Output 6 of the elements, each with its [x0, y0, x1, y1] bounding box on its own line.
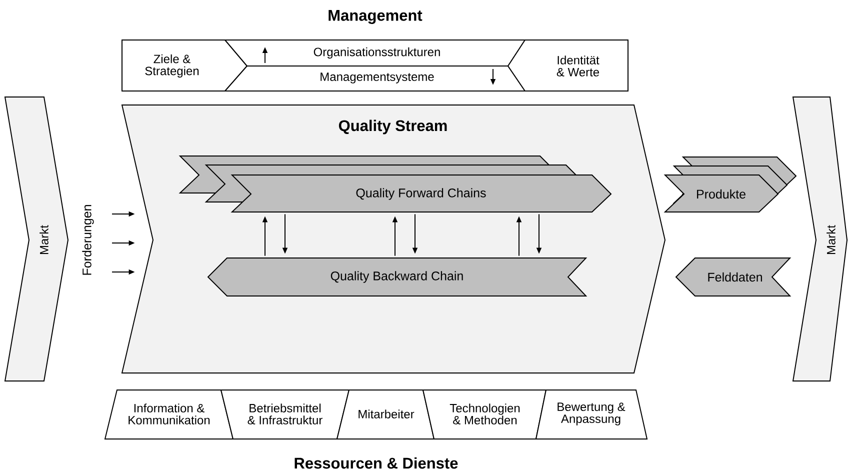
- stacked-chevron: Produkte: [664, 156, 797, 212]
- heading: Management: [328, 10, 422, 24]
- stacked-chevron: Quality Forward Chains: [178, 156, 612, 212]
- band-cell: Ziele & Strategien: [122, 40, 248, 92]
- heading: Ressourcen & Dienste: [294, 457, 458, 469]
- rotated-label: Forderungen: [82, 205, 94, 275]
